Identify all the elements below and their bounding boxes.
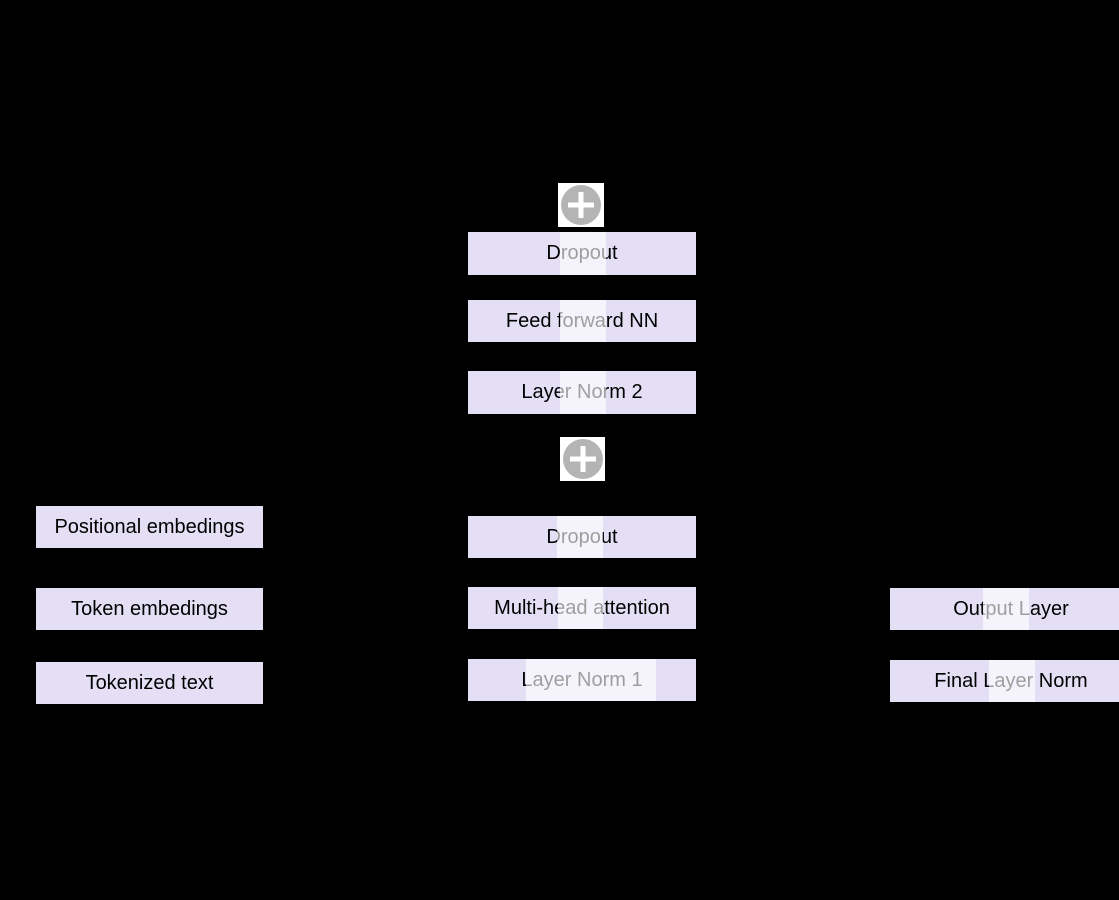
box-label: Layer Norm 1: [521, 668, 643, 691]
box-label: Feed forward NN: [505, 309, 659, 332]
box-dropout-1: Dropout: [468, 516, 696, 558]
box-label: Positional embedings: [54, 515, 245, 538]
box-label: Token embedings: [71, 597, 228, 620]
box-token-embedings: Token embedings: [36, 588, 263, 630]
box-label: Tokenized text: [85, 671, 214, 694]
box-final-layer-norm: Final Layer Norm: [890, 660, 1119, 702]
box-label: Layer Norm 2: [521, 381, 643, 403]
box-label: Dropout: [546, 525, 618, 548]
box-feed-forward-nn: Feed forward NN: [468, 300, 696, 342]
plus-icon: [562, 439, 603, 479]
box-label: Final Layer Norm: [934, 669, 1088, 692]
box-multi-head-attention: Multi-head attention: [468, 587, 696, 629]
box-label: Output Layer: [953, 597, 1069, 620]
box-positional-embedings: Positional embedings: [36, 506, 263, 548]
residual-add-node-bottom: [560, 437, 605, 481]
plus-icon: [561, 185, 601, 225]
box-tokenized-text: Tokenized text: [36, 662, 263, 704]
box-layer-norm-1: Layer Norm 1: [468, 659, 696, 701]
residual-add-node-top: [558, 183, 604, 227]
box-layer-norm-2: Layer Norm 2: [468, 371, 696, 414]
box-label: Multi-head attention: [494, 596, 670, 619]
box-label: Dropout: [546, 242, 618, 264]
box-dropout-2: Dropout: [468, 232, 696, 275]
box-output-layer: Output Layer: [890, 588, 1119, 630]
